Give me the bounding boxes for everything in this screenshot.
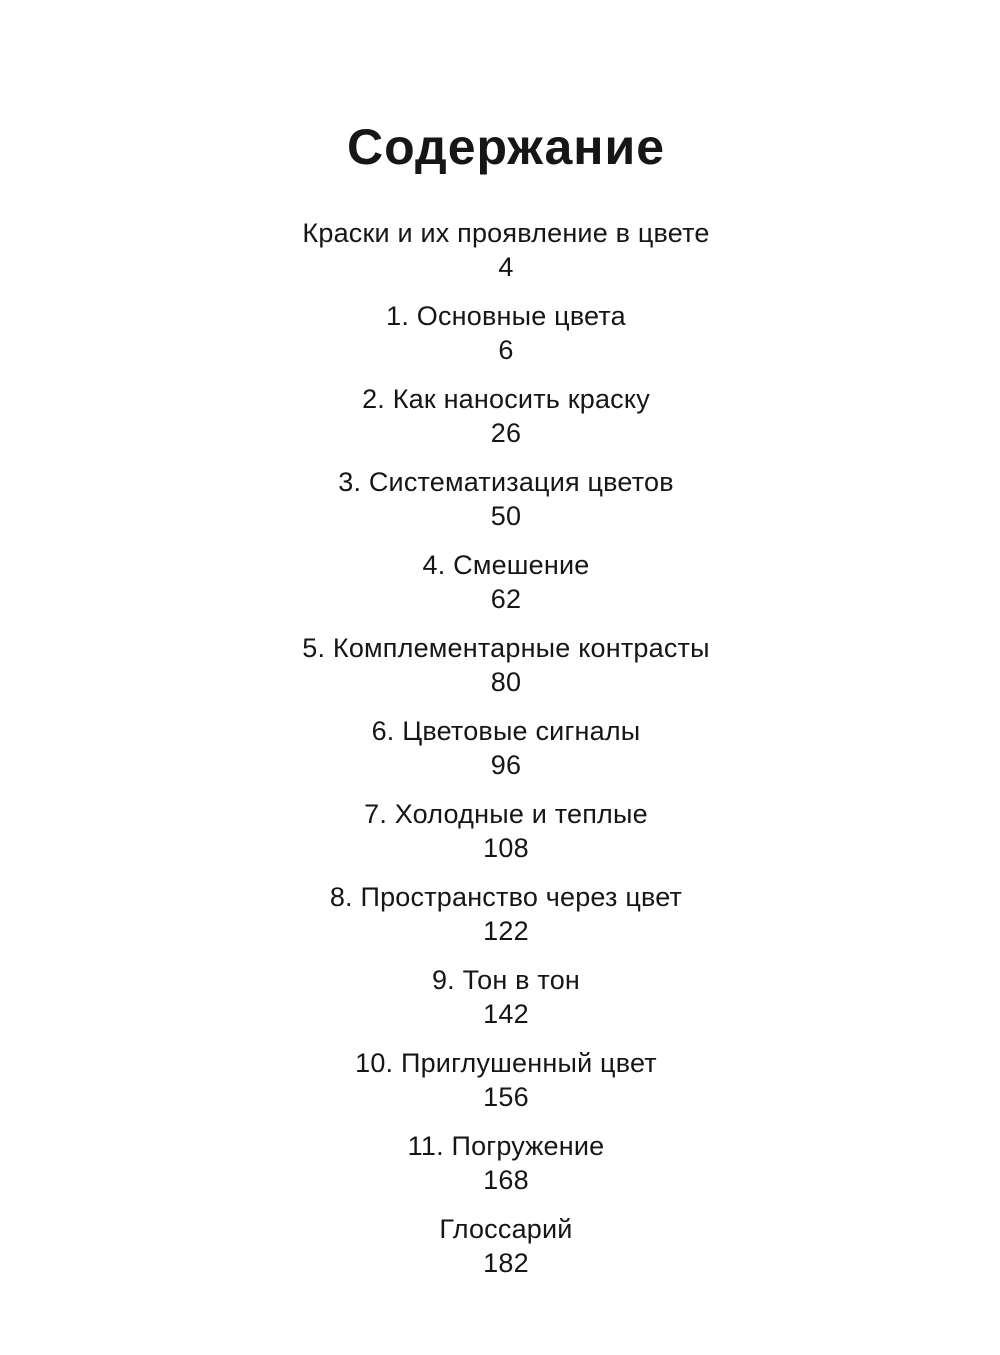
page-title: Содержание [346,119,666,175]
toc-entry: 6. Цветовые сигналы 96 [12,714,1000,782]
toc-entry-label: 3. Систематизация цветов [338,467,674,497]
toc-entry: 5. Комплементарные контрасты 80 [12,631,1000,699]
toc-entry-label: Глоссарий [439,1214,573,1244]
toc-list: Краски и их проявление в цвете 4 1. Осно… [12,216,1000,1280]
toc-entry-label: 4. Смешение [422,550,590,580]
toc-entry: Глоссарий 182 [12,1212,1000,1280]
toc-entry-label: Краски и их проявление в цвете [302,218,710,248]
toc-entry-page-number: 80 [490,667,522,697]
toc-entry-page-number: 182 [483,1248,529,1278]
toc-entry-label: 9. Тон в тон [431,965,581,995]
toc-entry: 11. Погружение 168 [12,1129,1000,1197]
toc-entry: 3. Систематизация цветов 50 [12,465,1000,533]
toc-entry-label: 8. Пространство через цвет [329,882,683,912]
toc-entry-page-number: 4 [498,252,514,282]
toc-entry-label: 5. Комплементарные контрасты [302,633,710,663]
toc-entry-page-number: 62 [490,584,522,614]
toc-entry-label: 7. Холодные и теплые [364,799,648,829]
toc-entry: 9. Тон в тон 142 [12,963,1000,1031]
toc-entry-label: 6. Цветовые сигналы [371,716,641,746]
toc-entry-page-number: 26 [490,418,522,448]
toc-entry-label: 2. Как наносить краску [362,384,650,414]
toc-entry: 8. Пространство через цвет 122 [12,880,1000,948]
toc-entry-page-number: 168 [483,1165,529,1195]
toc-entry: 10. Приглушенный цвет 156 [12,1046,1000,1114]
toc-entry: 2. Как наносить краску 26 [12,382,1000,450]
toc-entry: Краски и их проявление в цвете 4 [12,216,1000,284]
toc-entry-page-number: 108 [483,833,529,863]
toc-entry-page-number: 122 [483,916,529,946]
toc-entry-page-number: 6 [498,335,514,365]
toc-entry-label: 1. Основные цвета [386,301,626,331]
toc-entry: 4. Смешение 62 [12,548,1000,616]
toc-entry: 7. Холодные и теплые 108 [12,797,1000,865]
toc-entry: 1. Основные цвета 6 [12,299,1000,367]
toc-entry-label: 11. Погружение [407,1131,605,1161]
toc-entry-page-number: 96 [490,750,522,780]
toc-entry-page-number: 142 [483,999,529,1029]
toc-entry-page-number: 50 [490,501,522,531]
toc-entry-label: 10. Приглушенный цвет [355,1048,657,1078]
toc-entry-page-number: 156 [483,1082,529,1112]
